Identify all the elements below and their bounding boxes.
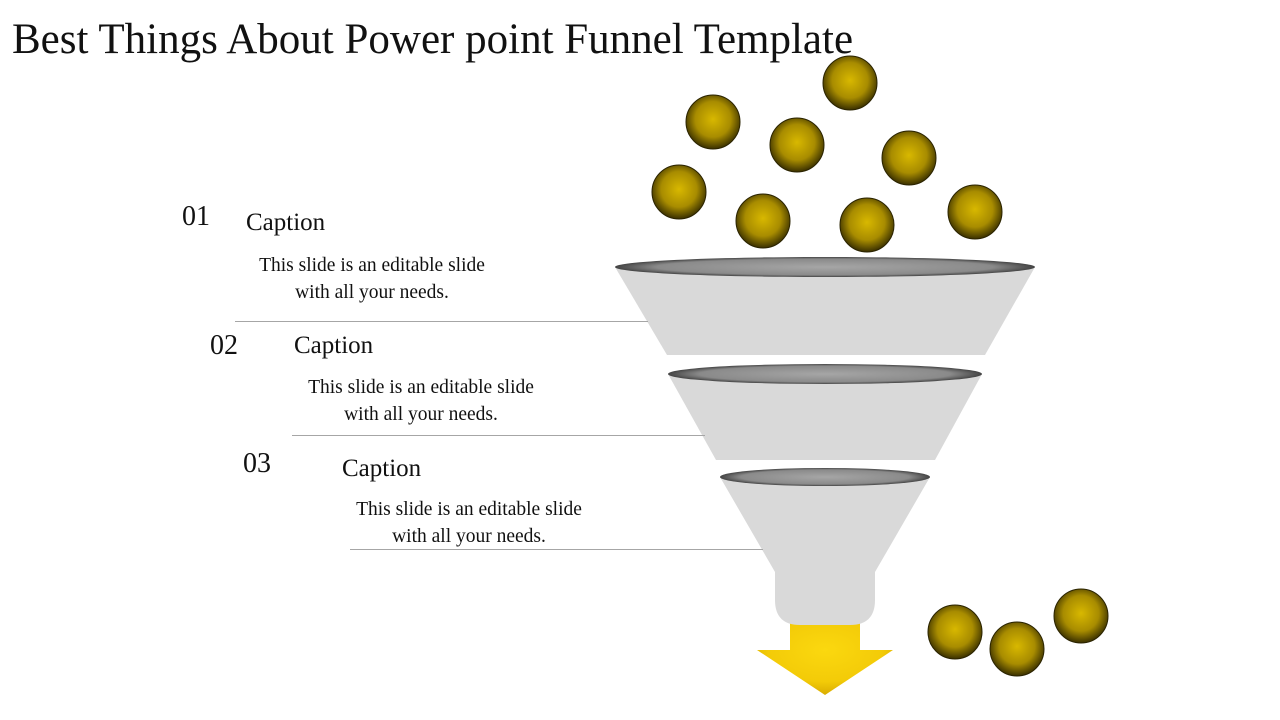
ball-icon bbox=[685, 94, 741, 150]
item-number: 02 bbox=[210, 330, 238, 361]
divider bbox=[235, 321, 648, 322]
ball-icon bbox=[927, 604, 983, 660]
funnel-tier-3 bbox=[720, 468, 930, 625]
item-text: This slide is an editable slide with all… bbox=[308, 377, 534, 425]
funnel-tier-2 bbox=[668, 364, 982, 460]
ball-icon bbox=[881, 130, 937, 186]
ball-icon bbox=[822, 55, 878, 111]
ball-icon bbox=[769, 117, 825, 173]
funnel-tier-1 bbox=[615, 257, 1035, 355]
divider bbox=[350, 549, 763, 550]
ball-icon bbox=[651, 164, 707, 220]
item-caption: Caption bbox=[294, 332, 374, 359]
item-number: 03 bbox=[243, 448, 271, 479]
ball-icon bbox=[989, 621, 1045, 677]
item-text: This slide is an editable slide with all… bbox=[356, 499, 582, 547]
balls bbox=[651, 55, 1109, 677]
ball-icon bbox=[839, 197, 895, 253]
divider bbox=[292, 435, 705, 436]
item-caption: Caption bbox=[246, 209, 326, 236]
item-caption: Caption bbox=[342, 455, 422, 482]
ball-icon bbox=[735, 193, 791, 249]
funnel-arrow bbox=[757, 620, 893, 695]
page-title: Best Things About Power point Funnel Tem… bbox=[12, 16, 854, 63]
item-number: 01 bbox=[182, 201, 210, 232]
ball-icon bbox=[1053, 588, 1109, 644]
item-text: This slide is an editable slide with all… bbox=[259, 255, 485, 303]
ball-icon bbox=[947, 184, 1003, 240]
